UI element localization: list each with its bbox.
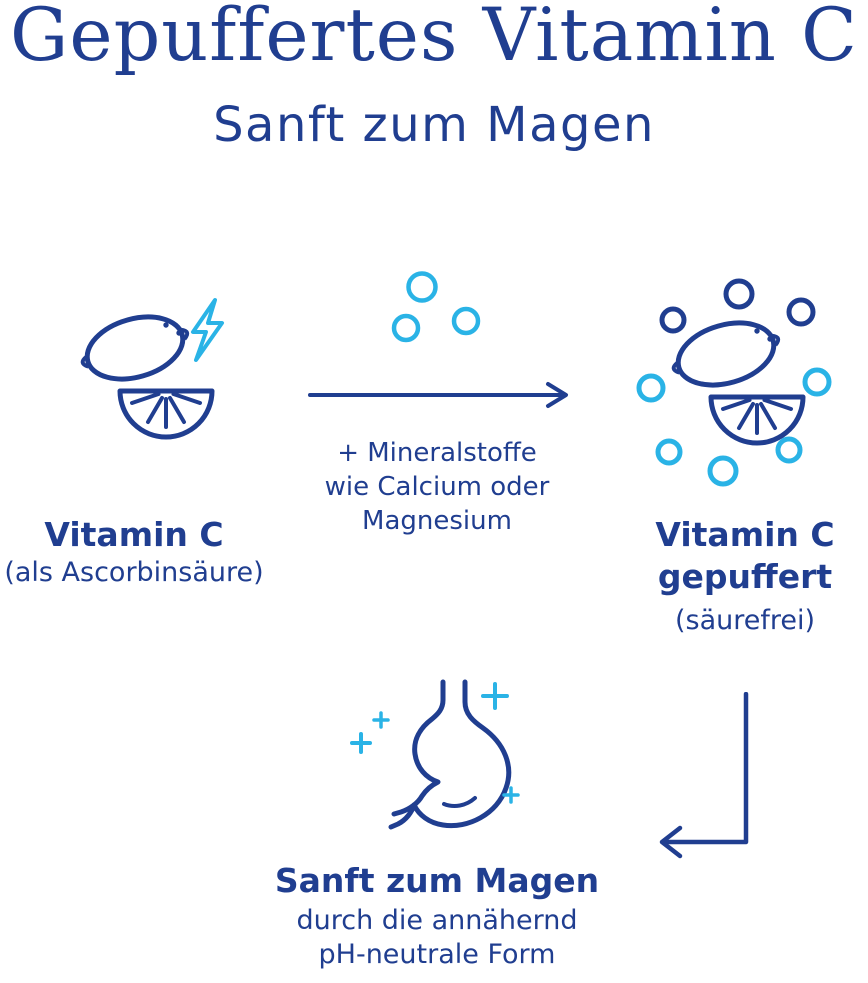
arrow-right-icon (308, 382, 568, 408)
outcome-sublabel-line2: pH-neutrale Form (318, 939, 556, 970)
arrow-caption-line: Magnesium (362, 506, 512, 536)
result-label: Vitamin C gepuffert (620, 514, 868, 598)
stomach-sparkles-icon (350, 679, 520, 830)
lemon-lightning-icon (80, 298, 224, 440)
outcome-label: Sanft zum Magen (274, 861, 600, 900)
result-sublabel: (säurefrei) (674, 605, 816, 636)
arrow-down-left-icon (659, 692, 749, 859)
page-title: Gepuffertes Vitamin C (10, 0, 858, 78)
lightning-icon (191, 298, 224, 362)
outcome-sublabel: durch die annähernd pH-neutrale Form (262, 904, 612, 972)
lemon-bubbles-icon (636, 278, 832, 487)
sparkle-icon (350, 682, 520, 804)
outcome-sublabel-line1: durch die annähernd (296, 905, 578, 936)
result-label-line2: gepuffert (657, 557, 833, 596)
arrow-caption-line: wie Calcium oder (324, 472, 550, 502)
source-sublabel: (als Ascorbinsäure) (4, 557, 264, 588)
arrow-caption: + Mineralstoffe wie Calcium oder Magnesi… (287, 436, 587, 538)
page-subtitle: Sanft zum Magen (213, 97, 655, 153)
result-label-line1: Vitamin C (655, 515, 835, 554)
source-label: Vitamin C (44, 515, 224, 554)
arrow-caption-line: + Mineralstoffe (337, 438, 537, 468)
bubbles-icon (391, 271, 481, 343)
